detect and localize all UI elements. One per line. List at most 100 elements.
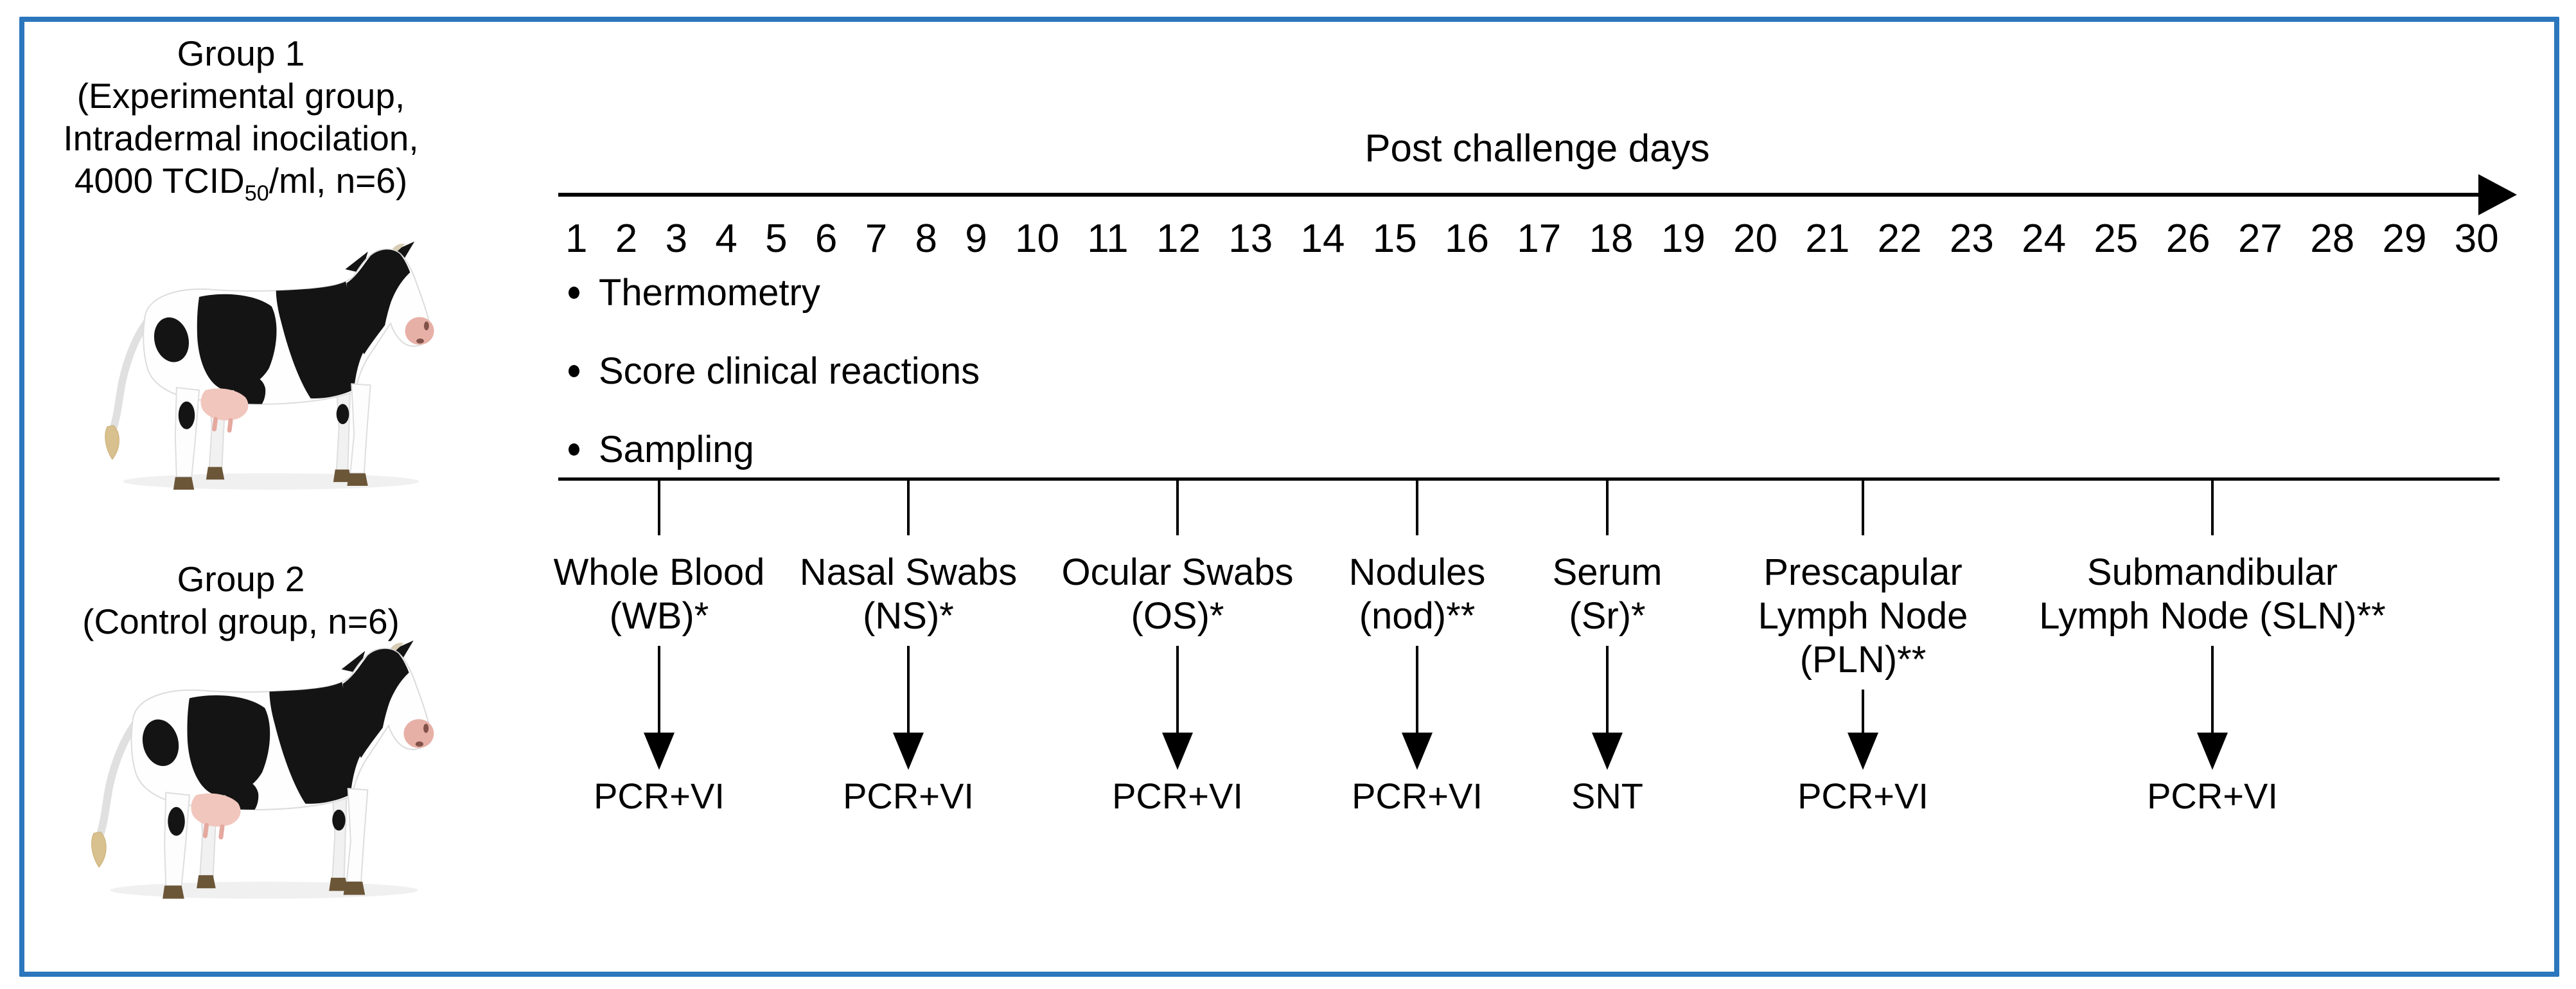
stem-line <box>658 646 660 733</box>
day-number: 14 <box>1300 217 1345 261</box>
stem-line <box>907 646 910 733</box>
day-number: 5 <box>765 217 788 261</box>
day-number: 18 <box>1589 217 1634 261</box>
day-number: 16 <box>1445 217 1489 261</box>
sample-column-flow: Prescapular Lymph Node (PLN)** <box>1657 480 2069 770</box>
timeline-axis <box>558 193 2482 197</box>
activity-label: Score clinical reactions <box>599 350 980 392</box>
group1-dose-post: /ml, n=6) <box>269 161 408 200</box>
sampling-baseline <box>558 477 2500 481</box>
day-number: 27 <box>2237 217 2282 261</box>
sample-label: Whole Blood (WB)* <box>553 551 765 637</box>
cow-image-group1 <box>76 226 454 497</box>
day-number: 22 <box>1877 217 1922 261</box>
activity-label: Sampling <box>599 428 754 470</box>
day-number: 20 <box>1733 217 1778 261</box>
stem-line <box>1862 690 1864 733</box>
sample-column-flow: Ocular Swabs (OS)* <box>972 480 1383 770</box>
day-number: 9 <box>965 217 987 261</box>
sample-column-nasal-swabs: Nasal Swabs (NS)* PCR+VI <box>703 480 1114 817</box>
sample-result: PCR+VI <box>594 776 725 816</box>
stem-line <box>1416 646 1418 733</box>
group1-desc-line2: Intradermal inocilation, <box>63 118 419 158</box>
day-number: 10 <box>1015 217 1059 261</box>
sample-label: Nodules (nod)** <box>1348 551 1486 637</box>
tick-line <box>2211 480 2214 535</box>
activity-item-score-clinical-reactions: Score clinical reactions <box>569 348 980 393</box>
day-number: 7 <box>865 217 888 261</box>
arrow-down-icon <box>893 733 924 770</box>
day-number: 28 <box>2310 217 2355 261</box>
timeline-title: Post challenge days <box>1364 127 1710 170</box>
arrow-right-icon <box>2478 174 2517 215</box>
day-number: 23 <box>1949 217 1994 261</box>
tick-line <box>1176 480 1179 535</box>
arrow-down-icon <box>644 733 675 770</box>
bullet-icon <box>569 443 579 456</box>
sample-label: Ocular Swabs (OS)* <box>1061 551 1294 637</box>
sample-column-flow: Nasal Swabs (NS)* <box>703 480 1114 770</box>
tick-line <box>1416 480 1418 535</box>
sample-column-whole-blood: Whole Blood (WB)* PCR+VI <box>454 480 865 817</box>
group2-title: Group 2 <box>177 559 305 599</box>
activity-label: Thermometry <box>599 271 820 314</box>
day-number: 3 <box>665 217 688 261</box>
day-number: 19 <box>1661 217 1706 261</box>
sample-label: Serum (Sr)* <box>1552 551 1663 637</box>
day-number: 25 <box>2094 217 2139 261</box>
bullet-icon <box>569 364 579 377</box>
activity-list: Thermometry Score clinical reactions Sam… <box>569 270 980 505</box>
sample-result: PCR+VI <box>843 776 974 816</box>
arrow-down-icon <box>1848 733 1878 770</box>
tick-line <box>658 480 660 535</box>
activity-item-thermometry: Thermometry <box>569 270 980 315</box>
tick-line <box>907 480 910 535</box>
group1-dose-sub: 50 <box>244 181 269 206</box>
day-number: 30 <box>2454 217 2499 261</box>
sample-result: PCR+VI <box>2147 776 2278 816</box>
bullet-icon <box>569 286 579 299</box>
activity-item-sampling: Sampling <box>569 427 980 472</box>
sample-label: Submandibular Lymph Node (SLN)** <box>2039 551 2386 637</box>
stem-line <box>1176 646 1179 733</box>
sample-label: Nasal Swabs (NS)* <box>799 551 1018 637</box>
tick-line <box>1606 480 1609 535</box>
day-number: 6 <box>815 217 838 261</box>
group2-label: Group 2 (Control group, n=6) <box>16 558 466 643</box>
sample-result: PCR+VI <box>1352 776 1483 816</box>
day-number: 24 <box>2022 217 2067 261</box>
sample-column-nodules: Nodules (nod)** PCR+VI <box>1212 480 1623 817</box>
arrow-down-icon <box>2197 733 2228 770</box>
day-number: 1 <box>565 217 588 261</box>
stem-line <box>2211 646 2214 733</box>
sample-label: Prescapular Lymph Node (PLN)** <box>1758 551 1968 681</box>
group1-dose-pre: 4000 TCID <box>74 161 245 200</box>
day-number: 13 <box>1228 217 1273 261</box>
arrow-down-icon <box>1162 733 1193 770</box>
day-number: 4 <box>715 217 737 261</box>
day-number: 11 <box>1087 217 1129 261</box>
group1-desc-line1: (Experimental group, <box>76 76 405 116</box>
day-number: 8 <box>915 217 937 261</box>
arrow-down-icon <box>1592 733 1623 770</box>
group1-title: Group 1 <box>177 33 305 73</box>
group2-desc: (Control group, n=6) <box>82 601 400 641</box>
sample-column-flow: Whole Blood (WB)* <box>454 480 865 770</box>
sample-column-prescapular-lymph-node: Prescapular Lymph Node (PLN)** PCR+VI <box>1657 480 2069 817</box>
group1-label: Group 1 (Experimental group, Intradermal… <box>16 32 466 204</box>
day-number: 12 <box>1156 217 1201 261</box>
stem-line <box>1606 646 1609 733</box>
day-number: 15 <box>1372 217 1417 261</box>
cow-image-group2 <box>61 625 454 907</box>
arrow-down-icon <box>1402 733 1433 770</box>
day-number: 2 <box>615 217 638 261</box>
sample-column-serum: Serum (Sr)* SNT <box>1402 480 1813 817</box>
sample-column-flow: Submandibular Lymph Node (SLN)** <box>2007 480 2418 770</box>
sample-result: PCR+VI <box>1112 776 1243 816</box>
sample-column-flow: Serum (Sr)* <box>1402 480 1813 770</box>
group1-desc-line3: 4000 TCID50/ml, n=6) <box>16 159 466 204</box>
sample-result: SNT <box>1571 776 1643 816</box>
sample-column-submandibular-lymph-node: Submandibular Lymph Node (SLN)** PCR+VI <box>2007 480 2418 817</box>
